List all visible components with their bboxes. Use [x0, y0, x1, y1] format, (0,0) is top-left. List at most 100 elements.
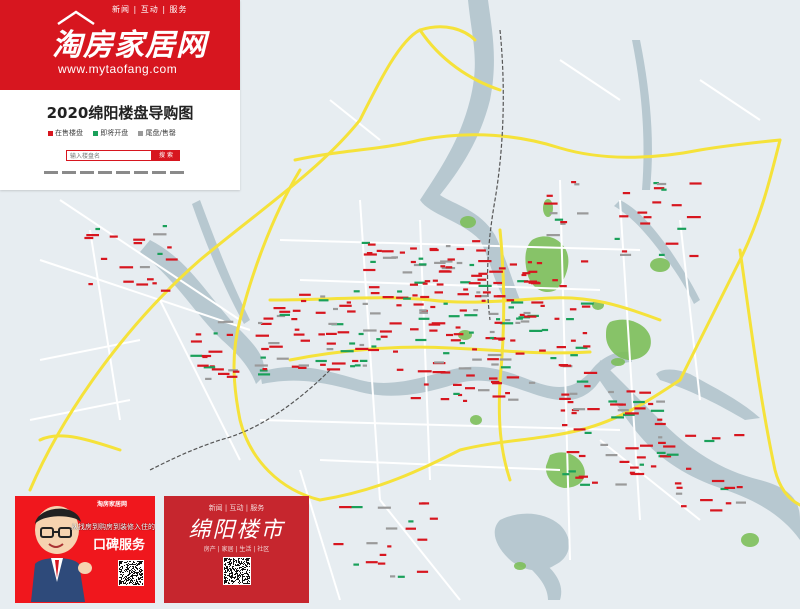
property-marker[interactable]	[399, 251, 405, 254]
property-marker[interactable]	[552, 279, 558, 282]
property-marker[interactable]	[361, 241, 370, 244]
property-marker[interactable]	[456, 261, 463, 265]
property-marker[interactable]	[362, 302, 368, 305]
property-marker[interactable]	[387, 545, 392, 548]
property-marker[interactable]	[677, 227, 687, 230]
property-marker[interactable]	[293, 333, 305, 336]
property-marker[interactable]	[382, 296, 394, 299]
property-marker[interactable]	[735, 501, 746, 504]
property-marker[interactable]	[136, 283, 149, 286]
property-marker[interactable]	[492, 337, 506, 340]
property-marker[interactable]	[440, 398, 450, 401]
property-marker[interactable]	[577, 212, 589, 215]
property-marker[interactable]	[443, 302, 448, 305]
property-marker[interactable]	[228, 369, 238, 372]
promo-banner-left[interactable]: 淘房家居网 从找房到购房到装修入住的 口碑服务	[15, 496, 155, 603]
property-marker[interactable]	[573, 408, 586, 411]
property-marker[interactable]	[605, 454, 618, 457]
property-marker[interactable]	[527, 261, 532, 264]
property-marker[interactable]	[443, 352, 450, 355]
property-marker[interactable]	[366, 542, 378, 545]
property-marker[interactable]	[500, 322, 514, 325]
property-marker[interactable]	[190, 340, 202, 343]
property-marker[interactable]	[190, 354, 203, 357]
property-marker[interactable]	[617, 409, 629, 412]
property-marker[interactable]	[88, 283, 93, 286]
property-marker[interactable]	[636, 456, 646, 459]
property-marker[interactable]	[560, 364, 572, 367]
property-marker[interactable]	[326, 348, 334, 351]
property-marker[interactable]	[622, 192, 631, 195]
property-marker[interactable]	[511, 301, 524, 304]
property-marker[interactable]	[498, 267, 506, 270]
property-marker[interactable]	[463, 399, 468, 402]
property-marker[interactable]	[416, 570, 429, 573]
property-marker[interactable]	[424, 280, 431, 283]
property-marker[interactable]	[258, 373, 271, 376]
property-marker[interactable]	[279, 313, 290, 316]
property-marker[interactable]	[623, 413, 635, 416]
property-marker[interactable]	[211, 368, 224, 371]
property-marker[interactable]	[258, 321, 263, 325]
property-marker[interactable]	[473, 309, 479, 312]
property-marker[interactable]	[554, 218, 564, 221]
property-marker[interactable]	[440, 260, 453, 263]
property-marker[interactable]	[704, 439, 715, 443]
property-marker[interactable]	[226, 333, 233, 336]
property-marker[interactable]	[611, 416, 624, 419]
property-marker[interactable]	[292, 309, 301, 312]
property-marker[interactable]	[366, 252, 373, 255]
property-marker[interactable]	[656, 400, 665, 403]
property-marker[interactable]	[653, 187, 665, 190]
property-marker[interactable]	[658, 441, 666, 444]
property-marker[interactable]	[517, 280, 528, 283]
property-marker[interactable]	[571, 181, 577, 184]
property-marker[interactable]	[575, 476, 584, 479]
property-marker[interactable]	[353, 563, 359, 566]
property-marker[interactable]	[528, 381, 536, 384]
property-marker[interactable]	[450, 339, 461, 342]
property-marker[interactable]	[157, 252, 163, 255]
property-marker[interactable]	[633, 400, 645, 404]
property-marker[interactable]	[491, 363, 499, 366]
property-marker[interactable]	[340, 350, 354, 353]
property-marker[interactable]	[273, 307, 286, 310]
property-marker[interactable]	[432, 371, 446, 374]
property-marker[interactable]	[396, 368, 404, 371]
property-marker[interactable]	[391, 256, 398, 259]
property-marker[interactable]	[566, 318, 574, 321]
property-marker[interactable]	[153, 233, 167, 236]
property-marker[interactable]	[436, 283, 444, 286]
property-marker[interactable]	[385, 527, 398, 530]
property-marker[interactable]	[509, 263, 517, 266]
property-marker[interactable]	[550, 357, 557, 360]
property-marker[interactable]	[337, 331, 350, 334]
property-marker[interactable]	[165, 258, 178, 261]
property-marker[interactable]	[634, 407, 646, 410]
property-marker[interactable]	[600, 443, 609, 446]
property-marker[interactable]	[520, 320, 530, 323]
property-marker[interactable]	[259, 369, 268, 372]
property-marker[interactable]	[544, 202, 558, 205]
property-marker[interactable]	[255, 334, 269, 337]
property-marker[interactable]	[363, 268, 376, 272]
property-marker[interactable]	[419, 311, 428, 314]
property-marker[interactable]	[515, 352, 525, 355]
property-marker[interactable]	[559, 397, 571, 400]
property-marker[interactable]	[300, 339, 310, 342]
property-marker[interactable]	[625, 412, 639, 415]
property-marker[interactable]	[417, 538, 428, 541]
property-marker[interactable]	[506, 299, 515, 302]
property-marker[interactable]	[363, 329, 377, 332]
property-marker[interactable]	[420, 295, 430, 299]
promo-banner-mid[interactable]: 新闻 | 互动 | 服务 绵阳楼市 房产 | 家居 | 生活 | 社区	[164, 496, 309, 603]
property-marker[interactable]	[580, 302, 594, 305]
property-marker[interactable]	[268, 342, 280, 345]
property-marker[interactable]	[582, 332, 588, 335]
property-marker[interactable]	[339, 304, 352, 307]
property-marker[interactable]	[639, 391, 651, 394]
property-marker[interactable]	[689, 182, 702, 185]
property-marker[interactable]	[689, 254, 699, 258]
property-marker[interactable]	[666, 453, 679, 456]
property-marker[interactable]	[584, 431, 592, 434]
